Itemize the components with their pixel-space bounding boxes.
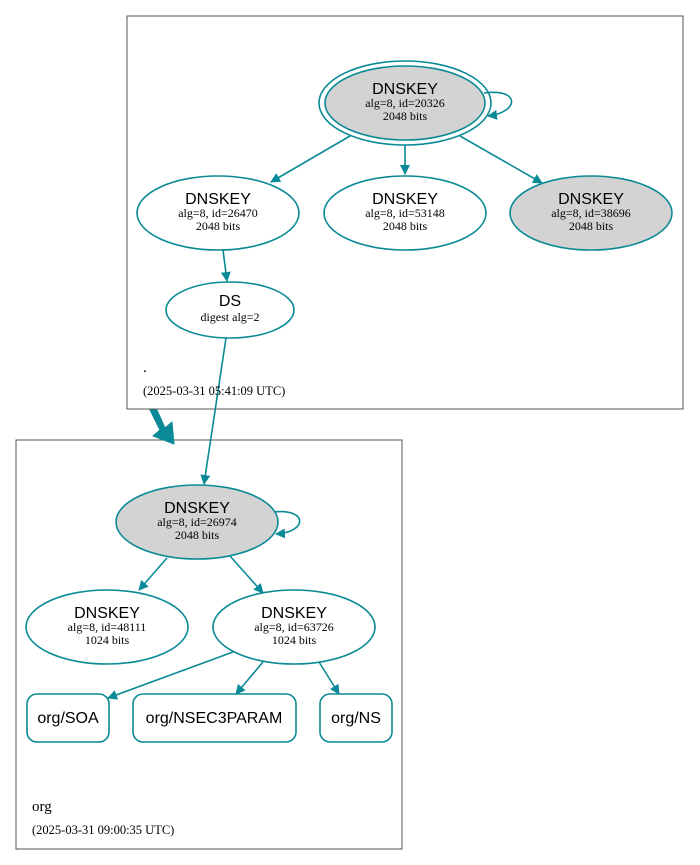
dnskey-node-38696: DNSKEY alg=8, id=38696 2048 bits xyxy=(509,175,673,251)
node-title: DNSKEY xyxy=(164,500,230,517)
node-size: 2048 bits xyxy=(569,219,614,233)
node-size: 1024 bits xyxy=(272,633,317,647)
org-zone-timestamp: (2025-03-31 09:00:35 UTC) xyxy=(32,823,174,837)
dnskey-node-63726: DNSKEY alg=8, id=63726 1024 bits xyxy=(212,589,376,665)
node-title: org/SOA xyxy=(37,710,99,727)
node-title: org/NS xyxy=(331,710,381,727)
edge-org-zsk2-nsec3param xyxy=(235,661,264,695)
node-size: 2048 bits xyxy=(196,219,241,233)
root-zone-timestamp: (2025-03-31 05:41:09 UTC) xyxy=(143,384,285,398)
node-size: 2048 bits xyxy=(383,219,428,233)
edge-org-zsk2-soa xyxy=(107,651,234,700)
edge-ds-org-ksk xyxy=(200,337,227,485)
edge-root-ksk-zsk1 xyxy=(270,135,351,183)
node-title: DNSKEY xyxy=(372,191,438,208)
org-zone-frame xyxy=(15,439,403,850)
edges xyxy=(107,91,543,700)
edge-org-zsk2-ns xyxy=(318,661,340,695)
rrset-node-soa: org/SOA xyxy=(26,693,110,743)
node-title: DNSKEY xyxy=(372,81,438,98)
root-zone-frame xyxy=(126,15,684,410)
rrset-node-nsec3param: org/NSEC3PARAM xyxy=(132,693,297,743)
node-detail: alg=8, id=38696 xyxy=(551,206,631,220)
node-title: DNSKEY xyxy=(261,605,327,622)
node-title: DNSKEY xyxy=(74,605,140,622)
edge-root-ksk-self xyxy=(483,91,513,120)
node-detail: alg=8, id=26470 xyxy=(178,206,258,220)
edge-org-ksk-self xyxy=(272,510,301,539)
node-title: org/NSEC3PARAM xyxy=(146,710,283,727)
node-detail: alg=8, id=53148 xyxy=(365,206,445,220)
node-detail: alg=8, id=26974 xyxy=(157,515,237,529)
ds-node: DS digest alg=2 xyxy=(165,281,295,339)
node-size: 2048 bits xyxy=(383,109,428,123)
dnskey-node-26470: DNSKEY alg=8, id=26470 2048 bits xyxy=(136,175,300,251)
node-title: DS xyxy=(219,293,241,310)
dnskey-node-26974: DNSKEY alg=8, id=26974 2048 bits xyxy=(115,484,279,560)
edge-zsk1-ds xyxy=(220,249,231,282)
edge-org-ksk-zsk1 xyxy=(138,557,168,591)
dnskey-node-53148: DNSKEY alg=8, id=53148 2048 bits xyxy=(323,175,487,251)
org-zone-name: org xyxy=(32,799,52,815)
edge-org-ksk-zsk2 xyxy=(229,555,264,594)
dnskey-node-48111: DNSKEY alg=8, id=48111 1024 bits xyxy=(25,589,189,665)
rrset-node-ns: org/NS xyxy=(319,693,393,743)
node-detail: digest alg=2 xyxy=(200,310,259,324)
edge-zone-delegation xyxy=(149,409,175,445)
node-size: 1024 bits xyxy=(85,633,130,647)
node-detail: alg=8, id=63726 xyxy=(254,620,334,634)
node-title: DNSKEY xyxy=(558,191,624,208)
node-detail: alg=8, id=20326 xyxy=(365,96,445,110)
node-size: 2048 bits xyxy=(175,528,220,542)
node-title: DNSKEY xyxy=(185,191,251,208)
dnskey-node-20326: DNSKEY alg=8, id=20326 2048 bits xyxy=(318,60,492,146)
node-detail: alg=8, id=48111 xyxy=(68,620,147,634)
root-zone-name: . xyxy=(143,360,147,376)
edge-root-ksk-zsk3 xyxy=(459,135,543,184)
